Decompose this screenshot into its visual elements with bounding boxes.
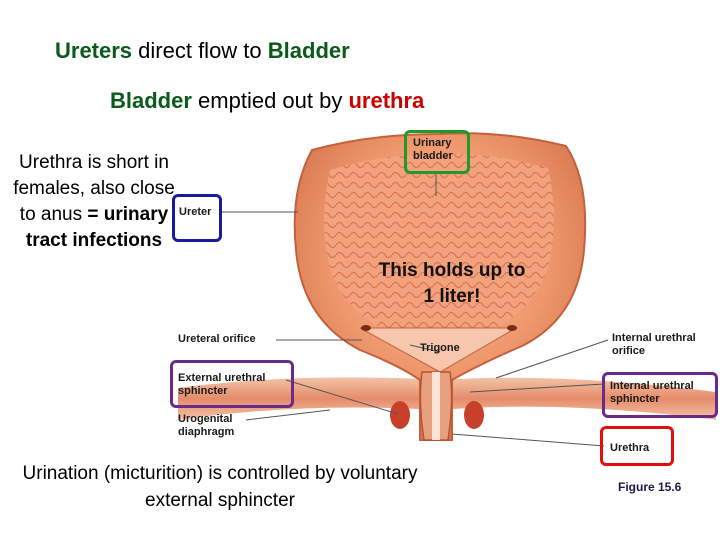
label-external-urethral-sphincter: External urethral sphincter (178, 372, 266, 397)
heading-keyword-bladder: Bladder (267, 38, 350, 63)
ureteral-orifice-left (361, 325, 371, 331)
label-urinary-bladder: Urinary bladder (413, 137, 453, 162)
heading-keyword-bladder: Bladder (110, 88, 192, 113)
urethra-lumen (432, 372, 440, 440)
side-note-bold: = urinary tract infections (25, 204, 169, 251)
side-note-plain: Urethra is short in females, also close … (13, 152, 175, 225)
label-ureter: Ureter (179, 206, 212, 218)
bladder-capacity-callout: This holds up to 1 liter! (378, 260, 526, 307)
label-trigone: Trigone (420, 342, 460, 354)
label-internal-urethral-sphincter: Internal urethral sphincter (610, 380, 694, 405)
heading-text: direct flow to (132, 38, 268, 63)
urinary-bladder-box (404, 130, 470, 174)
heading-keyword-ureters: Ureters (55, 38, 133, 63)
trigone-region (359, 327, 518, 373)
internal-urethral-sphincter-box (602, 372, 718, 418)
bladder-rugae (324, 153, 554, 336)
heading-line-1: Ureters direct flow to Bladder (55, 38, 350, 64)
bottom-note: Urination (micturition) is controlled by… (22, 463, 418, 511)
side-note: Urethra is short in females, also close … (4, 150, 184, 254)
ureteral-orifice-right (507, 325, 517, 331)
external-urethral-sphincter-box (170, 360, 294, 408)
label-urogenital-diaphragm: Urogenital diaphragm (178, 413, 235, 438)
label-internal-urethral-orifice: Internal urethral orifice (612, 332, 696, 357)
external-sphincter-right (464, 401, 484, 429)
label-urethra: Urethra (610, 442, 650, 454)
heading-text: emptied out by (191, 88, 349, 113)
figure-reference: Figure 15.6 (618, 480, 682, 494)
heading-keyword-urethra: urethra (348, 88, 425, 113)
urethra-box (600, 426, 674, 466)
ureter-box (172, 194, 222, 242)
label-ureteral-orifice: Ureteral orifice (178, 333, 256, 345)
heading-line-2: Bladder emptied out by urethra (110, 88, 424, 114)
external-sphincter-left (390, 401, 410, 429)
leader-lines (220, 172, 609, 447)
